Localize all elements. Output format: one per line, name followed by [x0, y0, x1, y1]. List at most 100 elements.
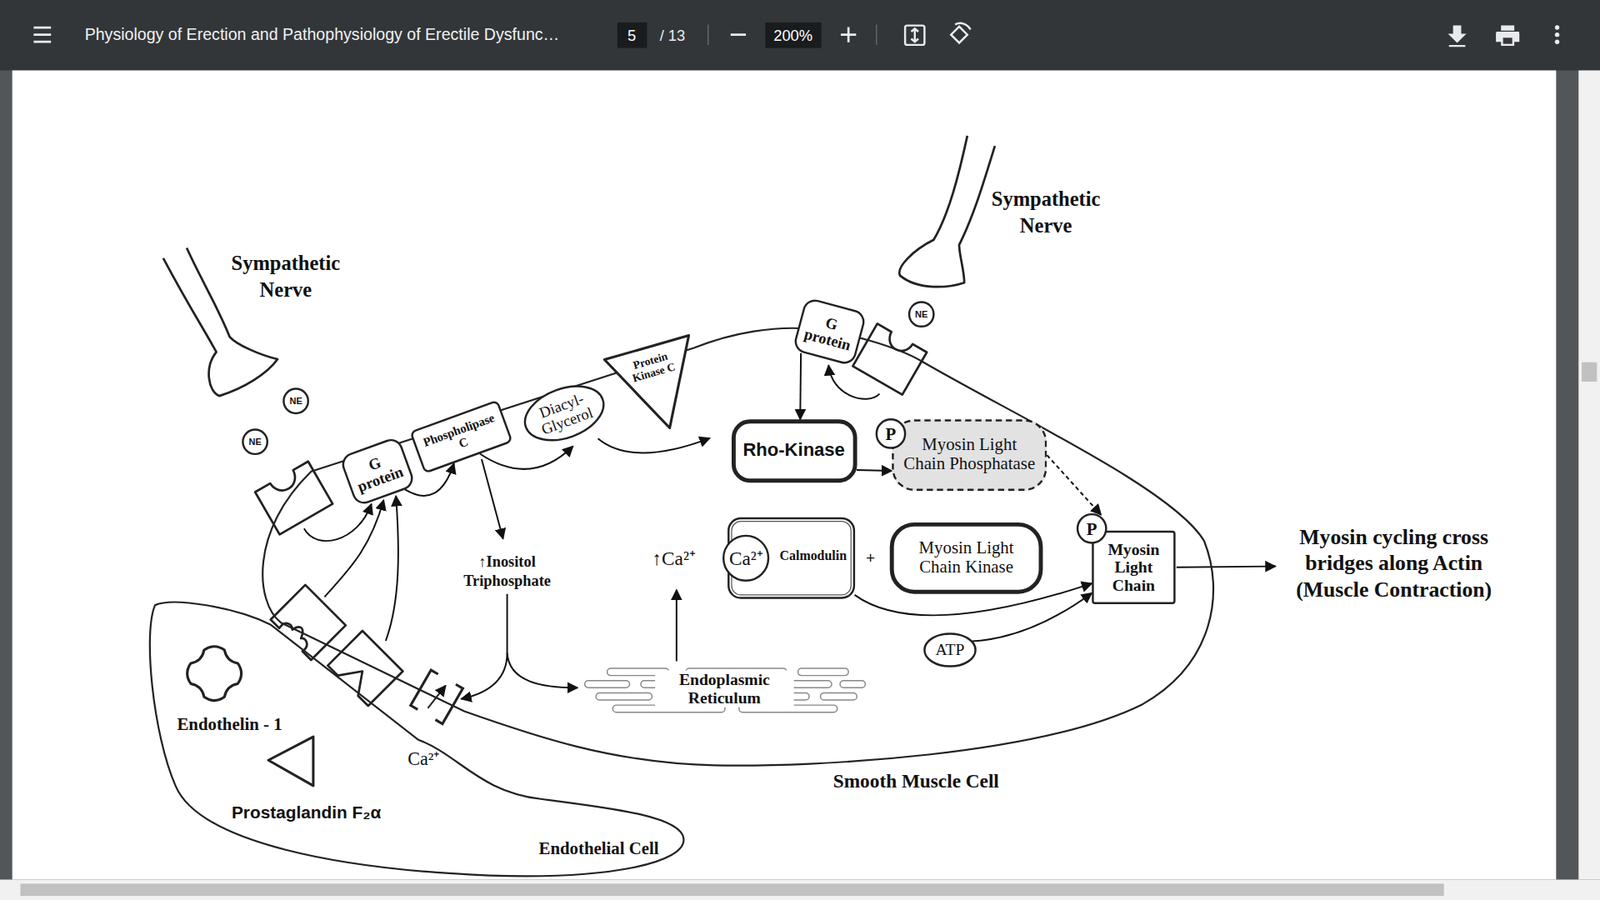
kinase-triangle: Protein Kinase C: [603, 334, 714, 442]
g-protein-text: G protein: [798, 308, 860, 355]
phosphate-circle: P: [875, 418, 907, 450]
page-number: 5: [627, 26, 636, 42]
adrenergic-receptor: [852, 323, 927, 395]
zoom-level: 200%: [773, 26, 813, 42]
pathway-arrow: [799, 353, 802, 420]
organelle-text: Endoplasmic Reticulum: [655, 670, 795, 707]
outline: [723, 535, 769, 581]
fit-arrows: [910, 28, 919, 42]
er-membrane: [595, 692, 651, 700]
pathway-arrow: [972, 593, 1093, 642]
messenger-label: ↑Inositol Triphosphate: [450, 551, 564, 592]
enzyme-box: Myosin Light Chain Phosphatase: [891, 419, 1047, 491]
er-membrane: [797, 668, 849, 676]
prostaglandin-molecule: [268, 736, 314, 786]
signal-arrow: [828, 365, 880, 399]
enzyme-box-text: Phospholipase C: [416, 409, 507, 465]
receptor-shape: [327, 630, 403, 706]
nerve-label: Sympathetic Nerve: [974, 185, 1117, 240]
page-box: [617, 22, 648, 49]
outcome-label: Myosin cycling cross bridges along Actin…: [1281, 523, 1506, 604]
ne-molecule: NE: [908, 300, 935, 328]
signal-arrow: [675, 590, 678, 662]
signal-arrow: [460, 594, 507, 700]
phosphate-circle-text: P: [1086, 520, 1098, 538]
molecule-label: Endothelin - 1: [176, 715, 282, 735]
dot: [1555, 40, 1560, 45]
enzyme-box: Myosin Light Chain Kinase: [890, 522, 1044, 595]
g-protein: G protein: [339, 435, 417, 508]
ne-molecule-text: NE: [289, 396, 302, 406]
er-membrane: [584, 680, 630, 689]
receptor-shape: [852, 323, 927, 395]
cell-membrane: [150, 602, 685, 877]
page-count: / 13: [660, 26, 686, 42]
download-shape: [1448, 25, 1467, 48]
print-icon: [1495, 25, 1520, 46]
minus-icon: [730, 33, 746, 36]
download-icon: [1448, 25, 1467, 48]
fit-icon: [905, 25, 925, 45]
outline: [909, 301, 934, 326]
signal-arrow: [481, 459, 504, 540]
enzyme-box-text: Myosin Light Chain Phosphatase: [900, 435, 1040, 475]
pathway-arrow: [480, 445, 574, 469]
ne-molecule: NE: [241, 428, 269, 455]
smooth-muscle-cell: Smooth Muscle Cell G proteinPhospholipase…: [245, 321, 1225, 802]
v-scrollbar: [1578, 70, 1600, 880]
er-membrane: [820, 692, 857, 700]
molecule-ellipse: Diacyl- Glycerol: [515, 375, 612, 452]
outline: [283, 389, 308, 414]
signal-arrow: [1176, 566, 1276, 568]
outline: [242, 430, 267, 455]
menu-icon: [33, 27, 51, 42]
endothelin-molecule: [187, 646, 242, 701]
phosphate-circle: P: [1076, 513, 1108, 545]
er-membrane: [839, 680, 865, 689]
outline: [604, 335, 712, 441]
outline: [1077, 514, 1106, 543]
outline: [876, 419, 905, 448]
ion-label: Ca²⁺: [407, 750, 440, 770]
endothelial-cell: Endothelial Cell: [142, 591, 694, 883]
dot: [1555, 25, 1560, 30]
signal-arrow: [507, 653, 578, 689]
atp-oval: ATP: [923, 632, 977, 668]
fit-frame: [905, 25, 925, 45]
h-thumb: [20, 883, 1444, 896]
phosphate-circle-text: P: [885, 425, 897, 443]
ne-molecule-text: NE: [915, 310, 928, 320]
enzyme-box: Phospholipase C: [409, 400, 513, 475]
cell-membrane: [262, 328, 1214, 766]
h-scrollbar: [0, 880, 1600, 900]
rotate-icon: [950, 23, 970, 44]
enzyme-box: Rho-Kinase: [730, 419, 857, 483]
kinase-triangle-outline: [603, 334, 714, 442]
pathway-arrow: [856, 469, 892, 472]
nerve-terminal: [899, 135, 995, 287]
rotate-arc: [955, 23, 970, 30]
adrenergic-receptor: [255, 461, 333, 535]
protein-box: Myosin Light Chain: [1091, 530, 1175, 605]
enzyme-box-text: Myosin Light Chain Kinase: [904, 539, 1029, 578]
plus-icon: [840, 26, 856, 42]
calmodulin-complex-text: Calmodulin: [780, 549, 848, 565]
signal-arrow: [385, 495, 399, 641]
g-protein-text: G protein: [345, 445, 410, 497]
more-icon: [1555, 25, 1560, 45]
rotate-diamond: [950, 26, 968, 44]
outline: [728, 518, 855, 599]
outline: [517, 376, 611, 451]
smooth-muscle-cell-text: Smooth Muscle Cell: [833, 770, 1000, 793]
ne-molecule: NE: [282, 387, 310, 415]
v-thumb: [1581, 362, 1597, 382]
signal-arrow: [304, 504, 372, 541]
atp-oval-text: ATP: [935, 641, 965, 659]
nerve-label: Sympathetic Nerve: [214, 250, 357, 304]
receptor-shape: [255, 461, 333, 535]
document-title: Physiology of Erection and Pathophysiolo…: [85, 26, 560, 44]
menu-lines: [33, 27, 51, 42]
dot: [1555, 32, 1560, 37]
prostaglandin-receptor: [327, 630, 403, 706]
zoom-box: [765, 22, 821, 49]
